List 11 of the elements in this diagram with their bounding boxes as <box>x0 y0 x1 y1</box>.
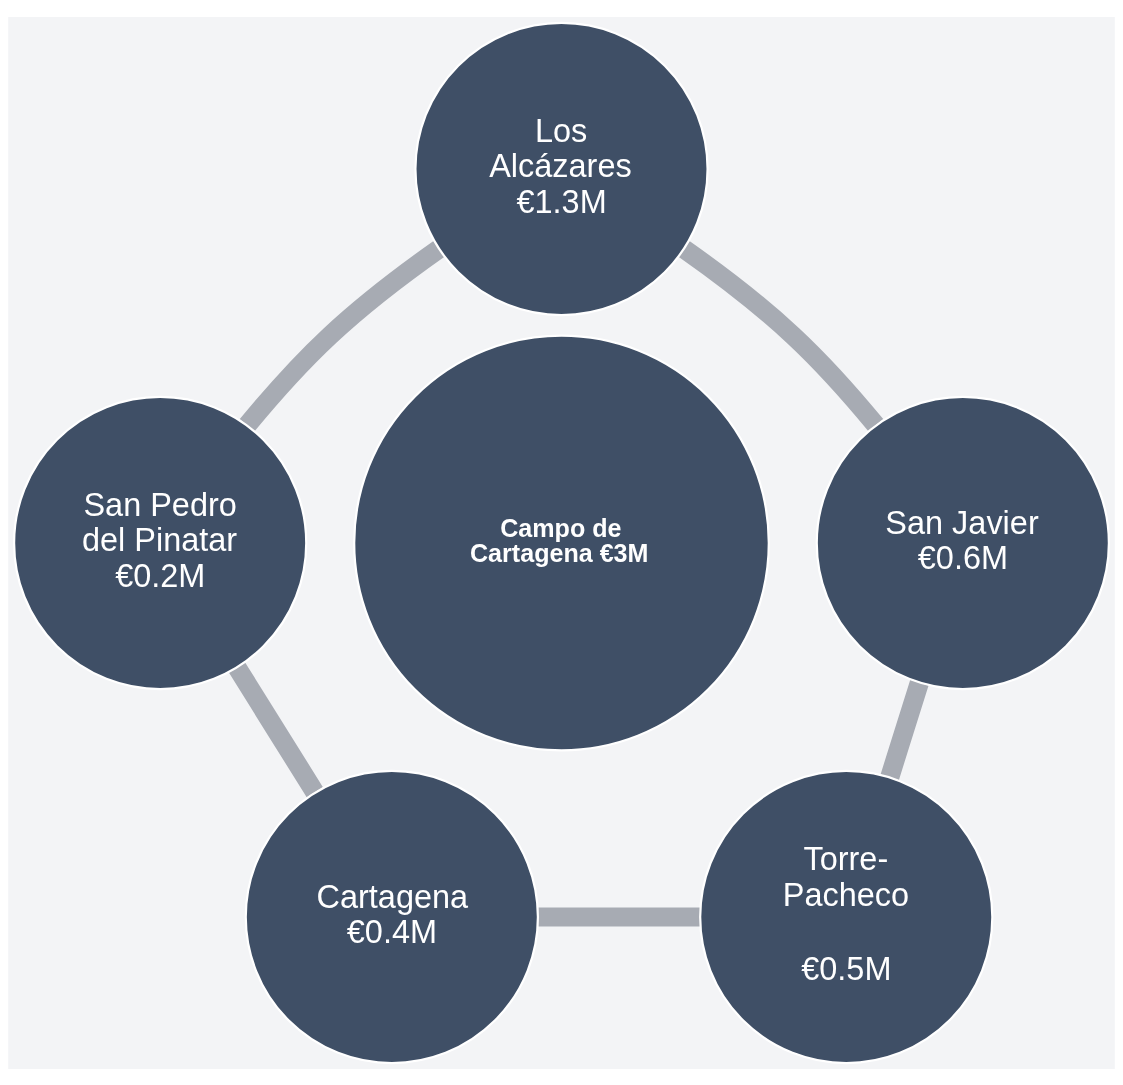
node-circle: San Pedro del Pinatar €0.2M <box>13 395 308 690</box>
node-circle: Cartagena €0.4M <box>244 769 539 1064</box>
node-circle: Los Alcázares €1.3M <box>414 21 709 316</box>
connector <box>239 240 445 431</box>
connector <box>880 679 929 780</box>
node-circle: San Javier €0.6M <box>815 395 1110 690</box>
connector <box>678 240 884 431</box>
connector <box>538 906 701 927</box>
node-circle: Torre-Pacheco €0.5M <box>699 769 994 1064</box>
connector <box>228 661 323 797</box>
node-circle: Campo de Cartagena €3M <box>353 334 770 751</box>
